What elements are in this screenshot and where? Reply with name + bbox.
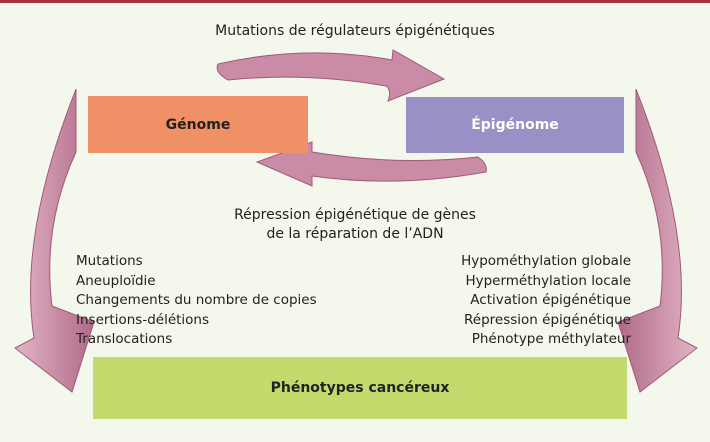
list-item: Activation épigénétique [470,292,631,308]
list-item: Hypométhylation globale [461,253,631,269]
list-item: Aneuploïdie [76,272,156,289]
middle-arrow-label: Répression épigénétique de gènes de la r… [0,206,710,244]
epigenome-box: Épigénome [406,97,624,153]
list-item: Répression épigénétique [464,311,631,328]
middle-label-line-2: de la réparation de l’ADN [266,226,444,242]
top-accent-bar [0,0,710,3]
top-arrow-label: Mutations de régulateurs épigénétiques [215,23,495,39]
genome-box: Génome [88,96,308,153]
arrow-genome-to-phenotypes [14,88,95,393]
epigenome-label: Épigénome [471,117,559,133]
list-item: Phénotype méthylateur [471,331,631,347]
genome-label: Génome [165,116,231,133]
arrow-genome-to-epigenome [216,49,446,102]
arrow-epigenome-to-phenotypes [617,88,698,393]
epigenetic-alterations-list: Hypométhylation globale Hyperméthylation… [461,252,631,350]
phenotypes-label: Phénotypes cancéreux [270,380,450,396]
list-item: Changements du nombre de copies [76,292,317,308]
list-item: Hyperméthylation locale [465,272,631,289]
middle-label-line-1: Répression épigénétique de gènes [234,207,476,223]
list-item: Insertions-délétions [76,311,210,328]
list-item: Mutations [76,253,143,269]
arrow-epigenome-to-genome [255,141,487,187]
list-item: Translocations [76,331,173,347]
genetic-alterations-list: Mutations Aneuploïdie Changements du nom… [76,252,317,350]
cancer-phenotypes-box: Phénotypes cancéreux [93,357,627,419]
